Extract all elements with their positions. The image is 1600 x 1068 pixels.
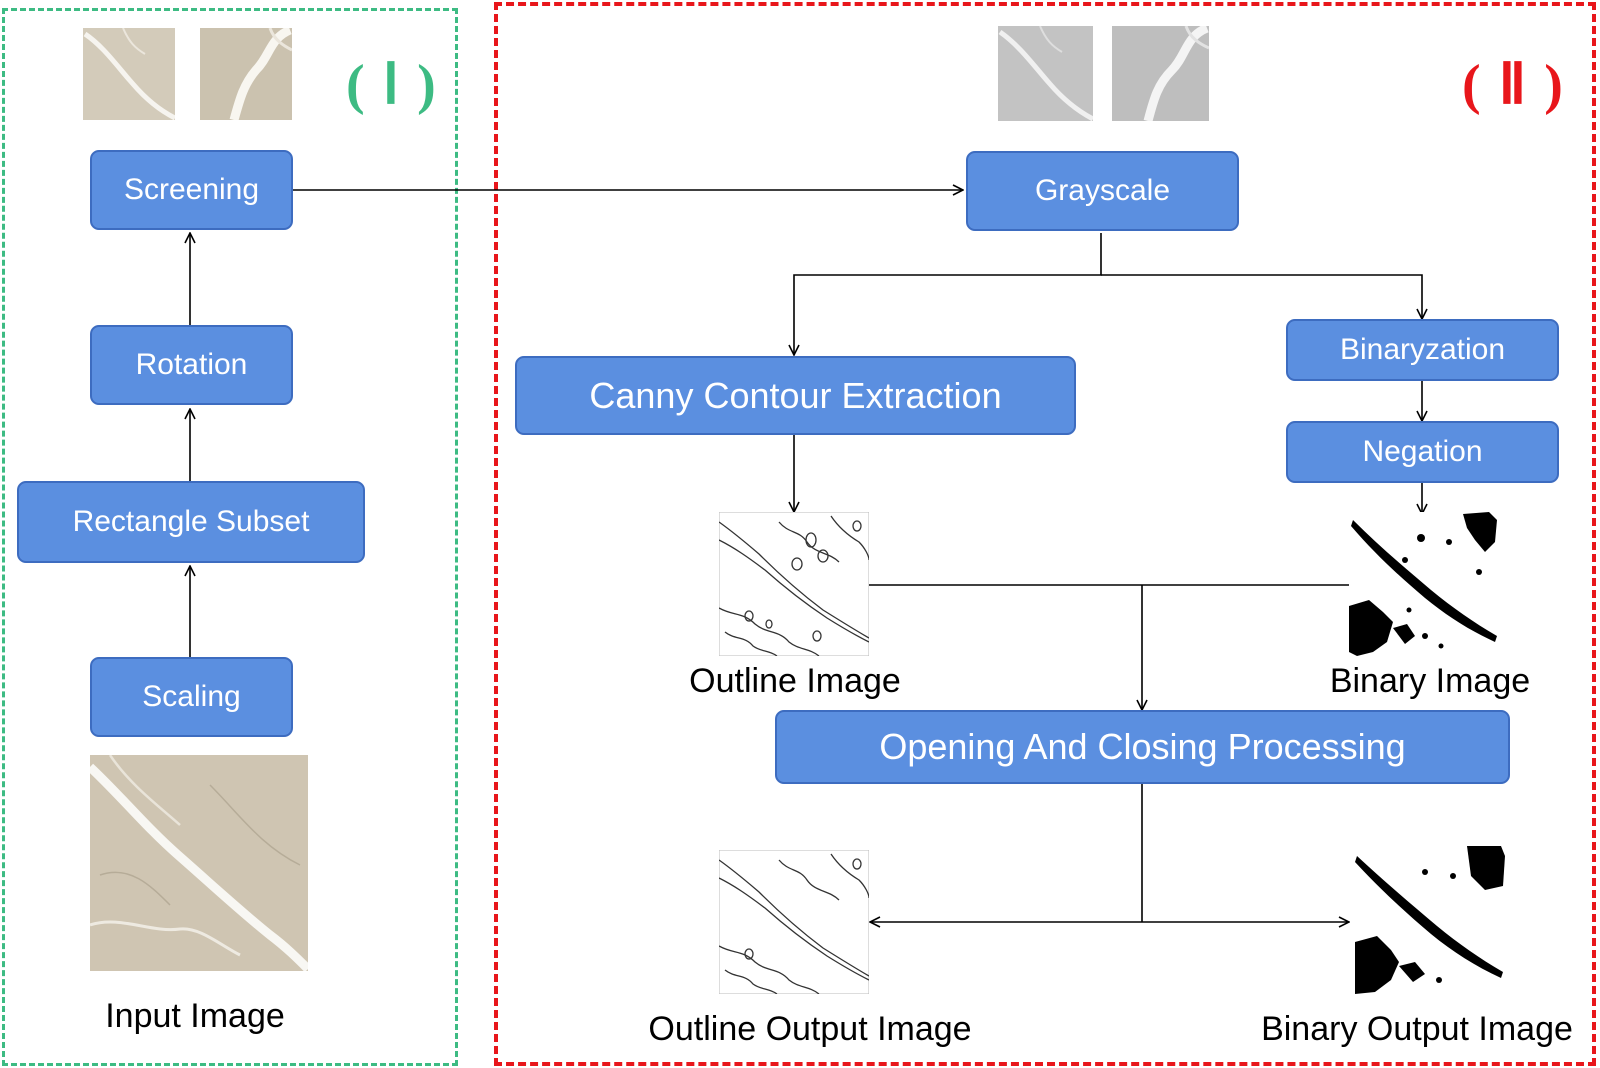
arrow-grayscale-to-binaryzation [1101,274,1422,319]
stage-2-panel [494,2,1596,1066]
binary-output-image [1355,846,1505,994]
binary-image [1349,512,1499,656]
opening-closing-step: Opening And Closing Processing [775,710,1510,784]
grayscale-step: Grayscale [966,151,1239,231]
rectangle-subset-step: Rectangle Subset [17,481,365,563]
binaryzation-step: Binaryzation [1286,319,1559,381]
canny-contour-step: Canny Contour Extraction [515,356,1076,435]
rotation-step: Rotation [90,325,293,405]
binary-output-image-caption: Binary Output Image [1261,1010,1573,1048]
input-image [90,755,308,971]
marble-sample-thumbnail [200,28,292,120]
grayscale-sample-thumbnail [998,26,1093,121]
outline-image [719,512,869,656]
arrow-grayscale-branch [794,233,1102,355]
screening-step: Screening [90,150,293,230]
outline-output-image [719,850,869,994]
binary-image-caption: Binary Image [1329,662,1531,700]
stage-2-label: ( Ⅱ ) [1462,54,1565,116]
input-image-caption: Input Image [105,997,285,1035]
marble-sample-thumbnail [83,28,175,120]
grayscale-sample-thumbnail [1112,26,1209,121]
outline-image-caption: Outline Image [689,662,901,700]
outline-output-image-caption: Outline Output Image [648,1010,972,1048]
stage-1-label: ( Ⅰ ) [346,54,438,116]
negation-step: Negation [1286,421,1559,483]
scaling-step: Scaling [90,657,293,737]
stage-1-panel [2,8,458,1066]
